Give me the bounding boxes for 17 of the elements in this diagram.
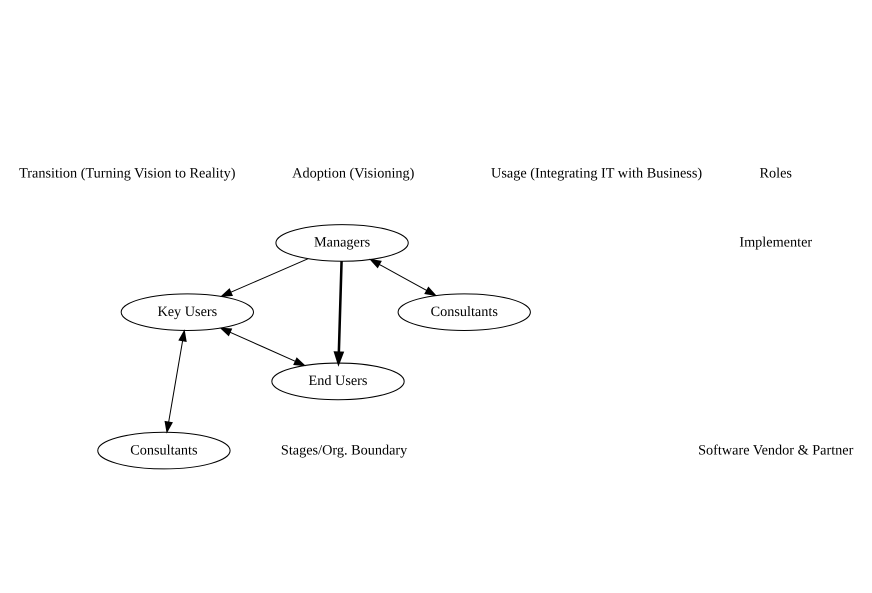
arrow — [333, 260, 344, 366]
label: Roles — [759, 164, 792, 181]
node-ellipse: End Users — [270, 362, 404, 400]
arrow — [218, 326, 306, 366]
label: Stages/Org. Boundary — [280, 442, 407, 458]
label: Software Vendor & Partner — [698, 442, 853, 458]
node-ellipse: Consultants — [397, 292, 530, 330]
label: Implementer — [738, 234, 812, 250]
node-ellipse: Managers — [274, 224, 408, 262]
label: Adoption (Visioning) — [292, 164, 414, 181]
label: Transition (Turning Vision to Reality) — [18, 164, 235, 181]
node-ellipse: Consultants — [96, 431, 230, 469]
arrow — [220, 258, 308, 296]
arrow — [368, 258, 436, 296]
arrow — [164, 328, 186, 434]
label: Usage (Integrating IT with Business) — [490, 164, 702, 181]
node-ellipse: Key Users — [120, 292, 254, 330]
